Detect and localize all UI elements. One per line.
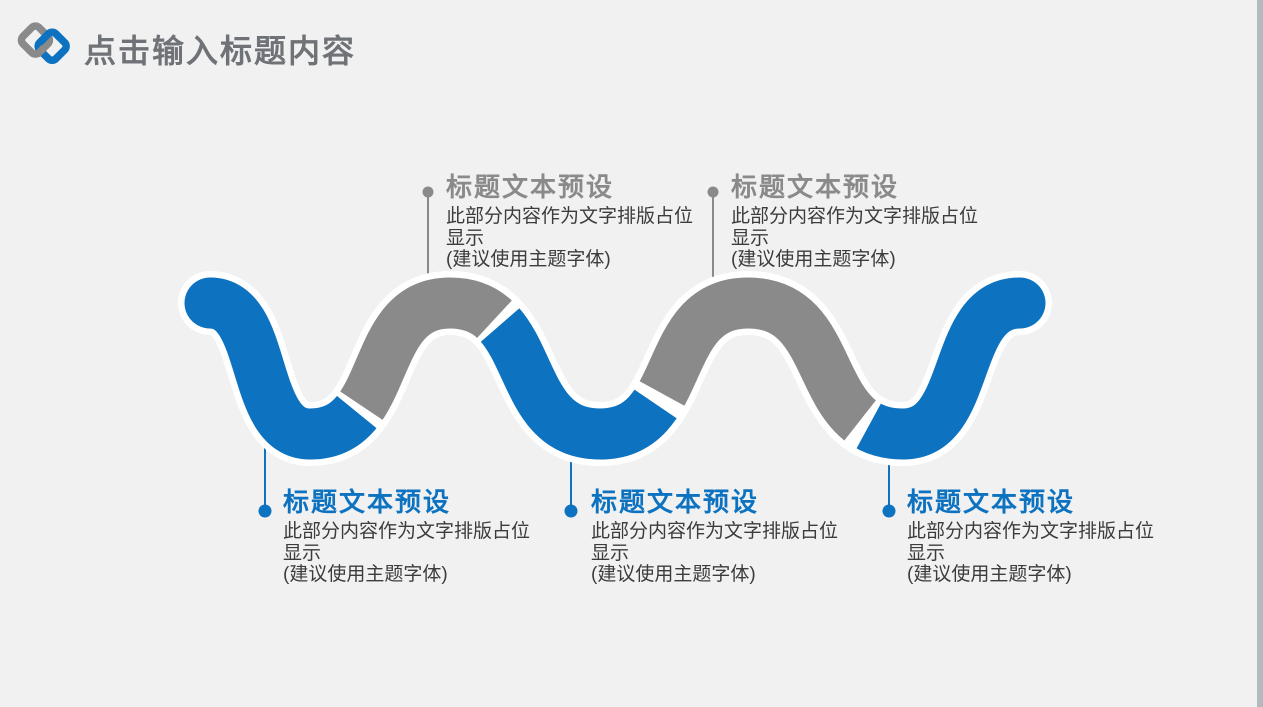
ribbon-gray-segment-1 bbox=[339, 277, 512, 420]
callout-title: 标题文本预设 bbox=[907, 487, 1076, 517]
callout-body: 此部分内容作为文字排版占位显示 bbox=[907, 521, 1155, 564]
ribbon-gray-seam-b bbox=[633, 276, 884, 450]
overlapping-diamonds-icon bbox=[17, 22, 70, 64]
callout-title: 标题文本预设 bbox=[731, 172, 900, 202]
callout-body: 此部分内容作为文字排版占位显示 bbox=[731, 206, 979, 249]
callout-note: (建议使用主题字体) bbox=[283, 564, 448, 585]
callout-bottom-3: 标题文本预设 此部分内容作为文字排版占位显示 (建议使用主题字体) bbox=[907, 487, 1187, 586]
bullet-dot-bottom-1 bbox=[258, 504, 272, 518]
callout-bottom-2: 标题文本预设 此部分内容作为文字排版占位显示 (建议使用主题字体) bbox=[591, 487, 871, 586]
callout-note: (建议使用主题字体) bbox=[446, 249, 611, 270]
slide-header: 点击输入标题内容 bbox=[0, 0, 1263, 90]
callout-note: (建议使用主题字体) bbox=[591, 564, 756, 585]
page-title: 点击输入标题内容 bbox=[84, 33, 357, 69]
callout-top-1: 标题文本预设 此部分内容作为文字排版占位显示 (建议使用主题字体) bbox=[446, 172, 726, 271]
ribbon-gray-seam-a bbox=[335, 276, 521, 429]
callout-bottom-1: 标题文本预设 此部分内容作为文字排版占位显示 (建议使用主题字体) bbox=[283, 487, 563, 586]
callout-body: 此部分内容作为文字排版占位显示 bbox=[283, 521, 531, 564]
callout-title: 标题文本预设 bbox=[591, 487, 760, 517]
bullet-dot-top-1 bbox=[422, 186, 434, 198]
callout-top-2: 标题文本预设 此部分内容作为文字排版占位显示 (建议使用主题字体) bbox=[731, 172, 1011, 271]
callout-title: 标题文本预设 bbox=[283, 487, 452, 517]
callout-note: (建议使用主题字体) bbox=[907, 564, 1072, 585]
callout-body: 此部分内容作为文字排版占位显示 bbox=[591, 521, 839, 564]
window-edge-strip bbox=[1257, 0, 1263, 707]
bullet-dot-bottom-2 bbox=[564, 504, 578, 518]
callout-title: 标题文本预设 bbox=[446, 172, 615, 202]
callout-note: (建议使用主题字体) bbox=[731, 249, 896, 270]
callout-body: 此部分内容作为文字排版占位显示 bbox=[446, 206, 694, 249]
ribbon-gray-segment-2 bbox=[639, 277, 878, 441]
ribbon-blue-path bbox=[184, 277, 1046, 460]
bullet-dot-bottom-3 bbox=[882, 504, 896, 518]
ribbon-casing bbox=[178, 270, 1052, 467]
